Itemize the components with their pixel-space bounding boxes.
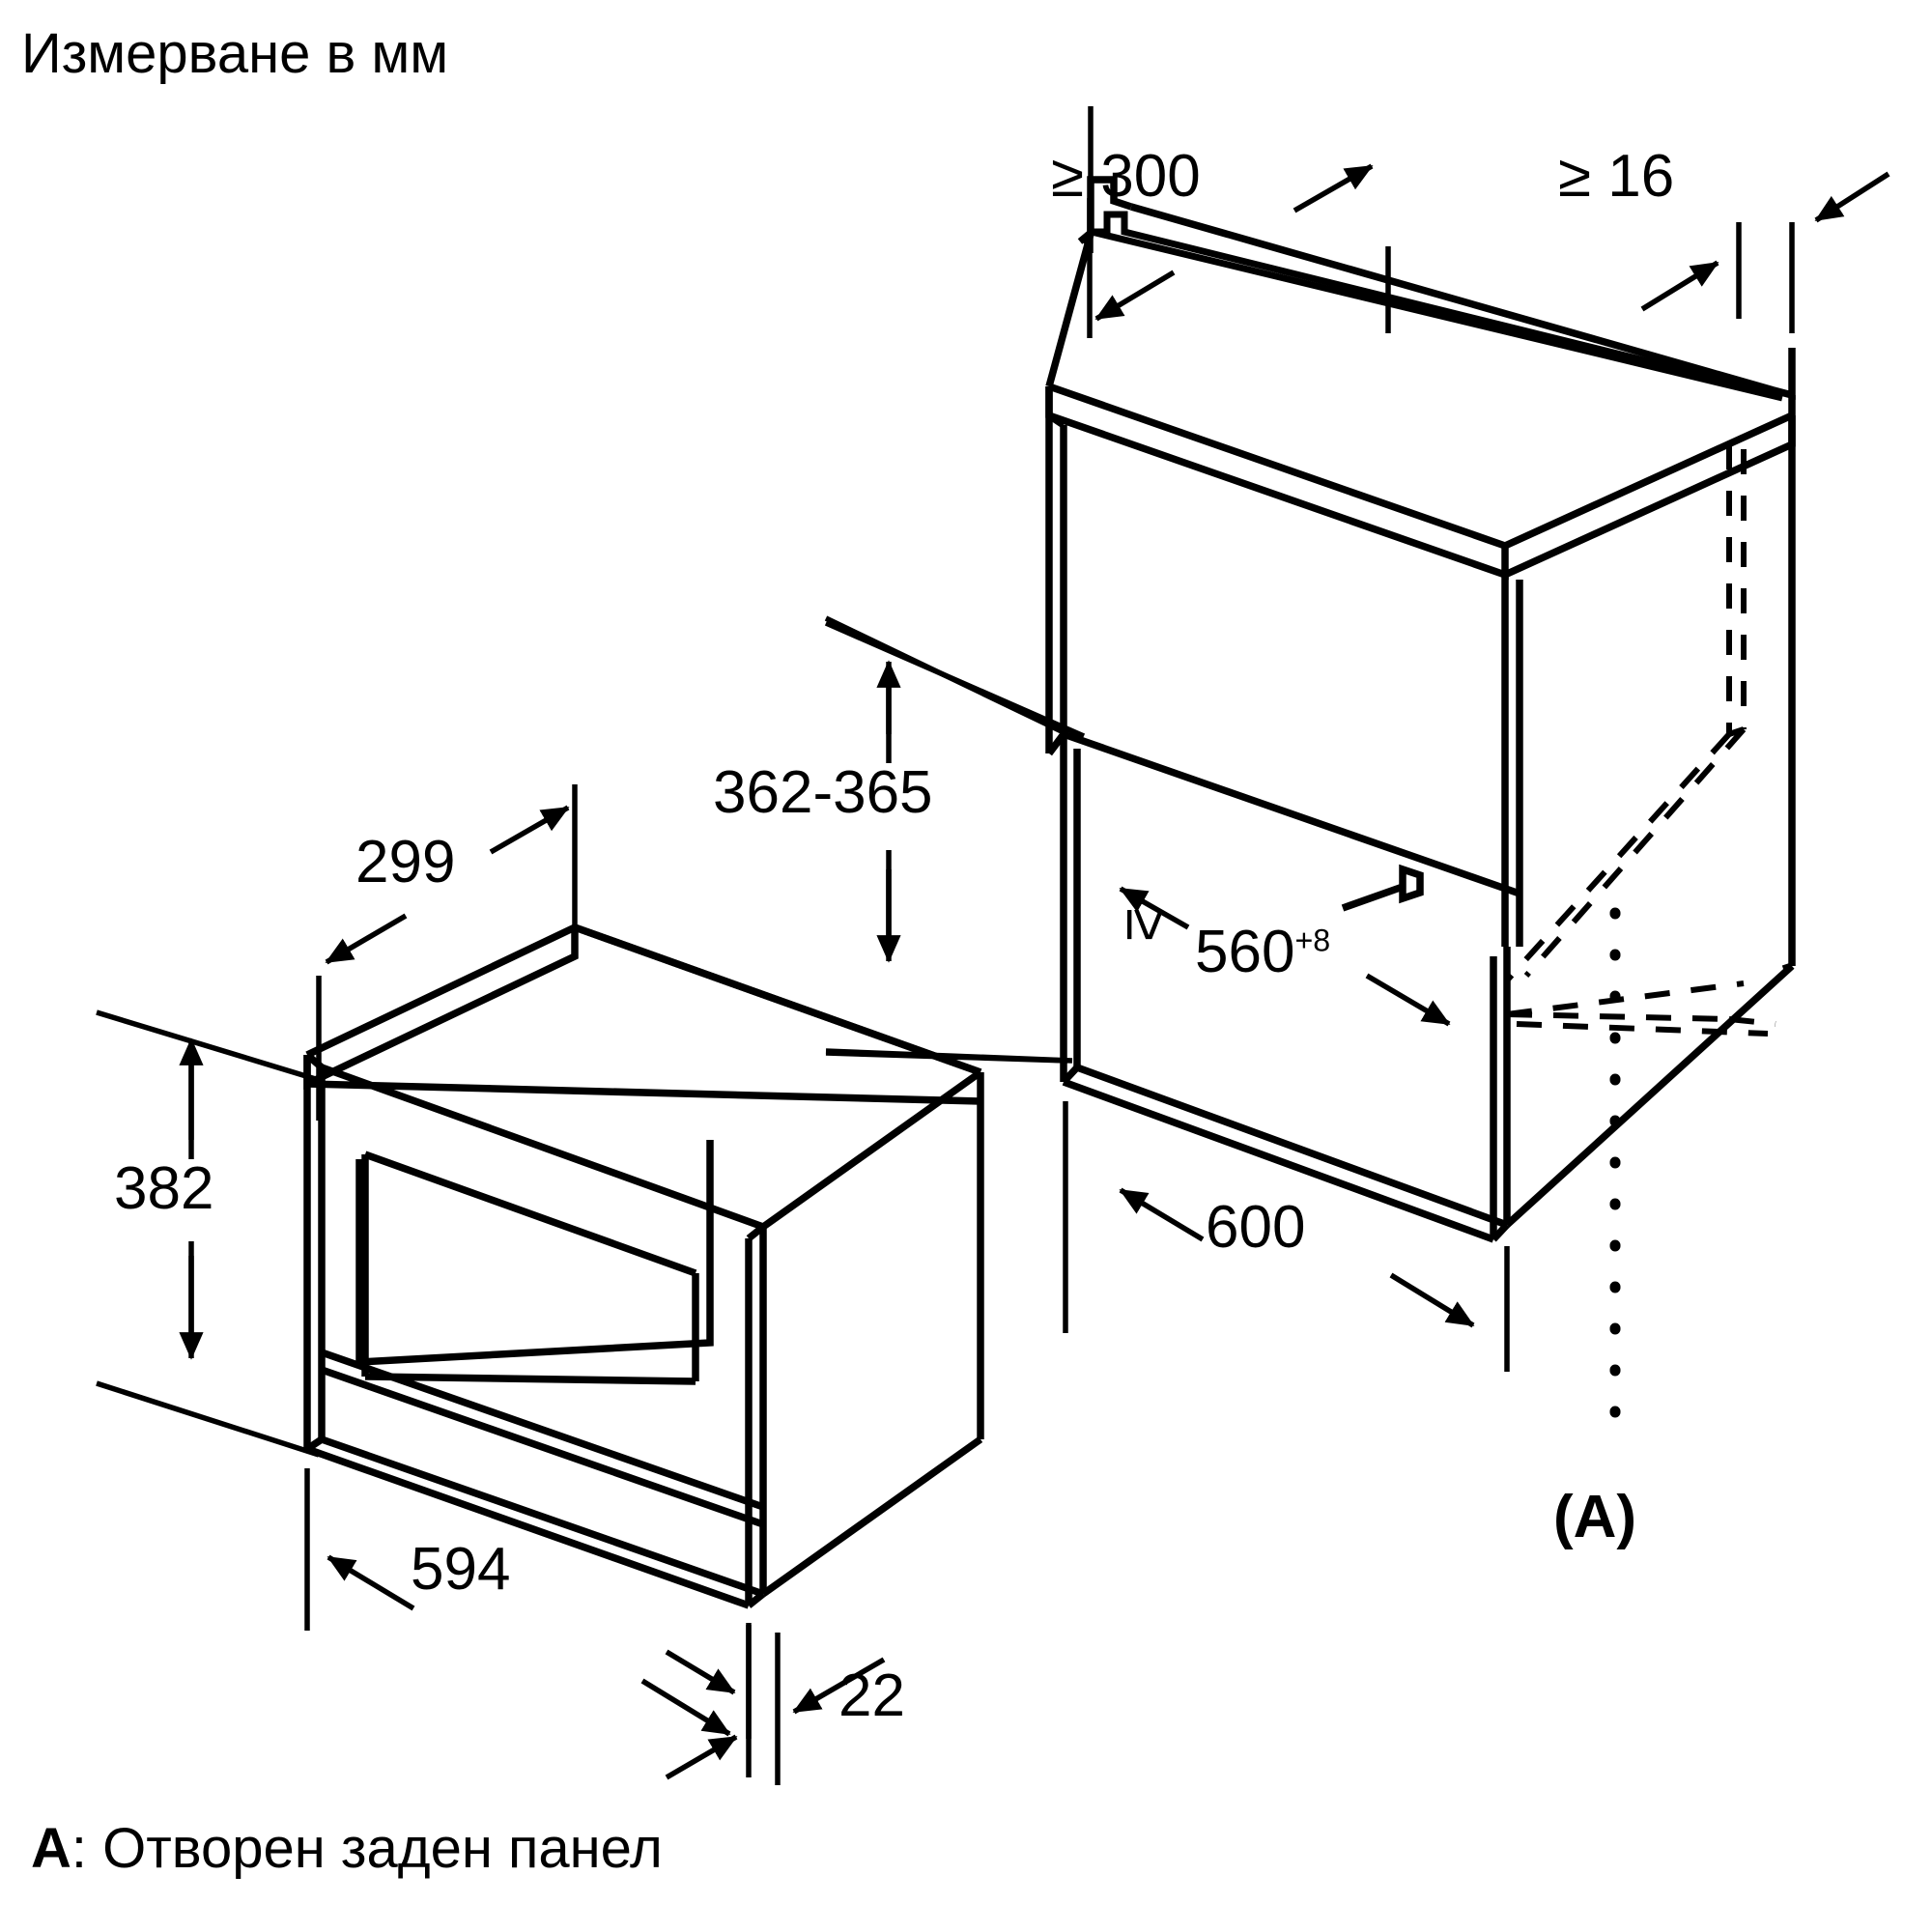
dimension-label-appliance-depth: 299 bbox=[355, 829, 456, 895]
cabinet-hidden-lines bbox=[1504, 444, 1776, 1037]
dimension-label-appliance-frame: 22 bbox=[838, 1662, 905, 1729]
dimension-label-side-thickness: ≥ 16 bbox=[1558, 143, 1675, 210]
dimension-label-appliance-width: 594 bbox=[411, 1536, 511, 1603]
legend-separator: : bbox=[71, 1817, 103, 1880]
legend-key: A bbox=[31, 1817, 71, 1880]
dimension-label-top-clearance: ≥ 300 bbox=[1051, 143, 1201, 210]
dimension-label-appliance-height: 382 bbox=[114, 1155, 214, 1222]
cabinet-outline bbox=[1045, 176, 1796, 1243]
page-title: Измерване в мм bbox=[21, 22, 449, 85]
dimension-label-niche-width: 560+8 bbox=[1195, 923, 1330, 982]
niche-width-value: 560 bbox=[1195, 919, 1295, 985]
dimension-label-niche-height: 362-365 bbox=[713, 759, 933, 826]
legend-text: Отворен заден панел bbox=[102, 1817, 663, 1880]
dimension-lines bbox=[96, 106, 1890, 1785]
niche-width-tolerance: +8 bbox=[1294, 923, 1331, 958]
dimension-label-cabinet-width: 600 bbox=[1206, 1194, 1306, 1261]
callout-label-a: (A) bbox=[1553, 1484, 1637, 1550]
legend-caption: A: Отворен заден панел bbox=[31, 1816, 663, 1881]
dimension-label-niche-width-comparator: ≥ bbox=[1114, 908, 1180, 942]
microwave-outline bbox=[303, 923, 984, 1609]
